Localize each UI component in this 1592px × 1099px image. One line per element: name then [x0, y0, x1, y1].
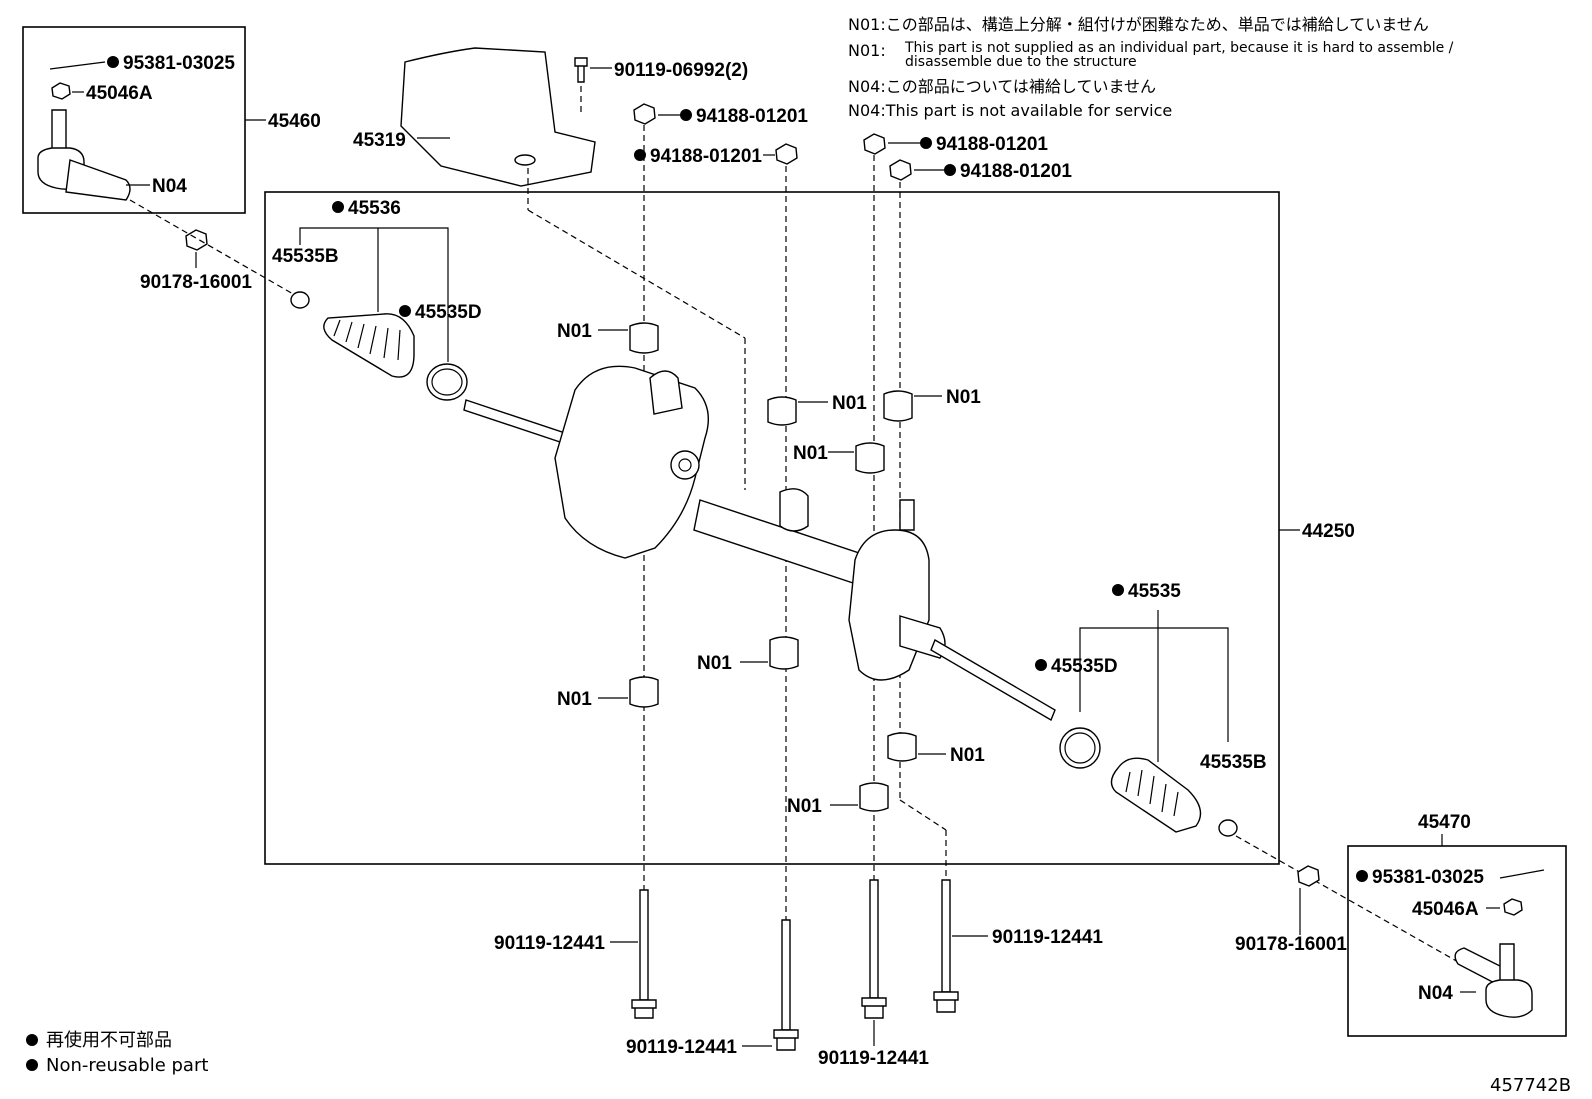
- cotter-pin-right: [1499, 869, 1545, 879]
- bolt-b-head: [773, 1029, 799, 1051]
- label-45535: 45535: [1128, 581, 1181, 602]
- nut-94188-c: [863, 133, 886, 155]
- label-45460: 45460: [268, 111, 321, 132]
- pinion-housing: [848, 529, 930, 681]
- bolt-c-head: [861, 997, 887, 1019]
- label-90178-left: 90178-16001: [140, 272, 252, 293]
- bushing-n01-d: [855, 442, 885, 474]
- label-44250: 44250: [1302, 521, 1355, 542]
- legend-en: Non-reusable part: [46, 1055, 208, 1076]
- eps-motor-housing: [554, 365, 709, 559]
- label-n01-e: N01: [697, 653, 732, 674]
- nut-94188-a: [633, 103, 656, 125]
- label-n04-left: N04: [152, 176, 187, 197]
- bolt-a-head: [631, 999, 657, 1019]
- note-n04-jp: N04:この部品については補給していません: [848, 77, 1156, 96]
- cover-45319: [400, 47, 596, 187]
- label-bolt-b: 90119-12441: [626, 1037, 737, 1058]
- label-n01-d: N01: [793, 443, 828, 464]
- legend-dot-jp: [26, 1034, 38, 1046]
- label-94188-d: 94188-01201: [960, 161, 1072, 182]
- bushing-n01-b: [767, 396, 797, 426]
- non-reusable-dot: [107, 56, 119, 68]
- label-n01-a: N01: [557, 321, 592, 342]
- tie-rod-arm-left: [65, 159, 131, 201]
- note-n01-en-line2: disassemble due to the structure: [905, 54, 1137, 70]
- boot-45536: [323, 313, 415, 378]
- label-n01-b: N01: [832, 393, 867, 414]
- bushing-n01-g: [887, 732, 917, 762]
- note-n01-en-line1: This part is not supplied as an individu…: [904, 40, 1454, 56]
- cotter-pin-left: [49, 61, 106, 70]
- bushings: N01 N01 N01 N01 N01 N01 N01 N01: [557, 321, 985, 817]
- mount-bush-center: [779, 488, 809, 532]
- label-94188-a: 94188-01201: [696, 106, 808, 127]
- legend-jp: 再使用不可部品: [46, 1030, 172, 1051]
- clamp-45535d-right: [1059, 727, 1101, 769]
- pinion-shaft: [899, 499, 915, 531]
- mounting-bolts: 90119-12441 90119-12441 90119-12441 9011…: [494, 879, 1103, 1069]
- label-n01-c: N01: [946, 387, 981, 408]
- tie-rod-end-right-box: [1347, 845, 1567, 1037]
- diagram-id: 457742B: [1490, 1075, 1571, 1096]
- tie-rod-end-left-group: 95381-03025 45046A N04 45460: [22, 26, 321, 214]
- label-n01-g: N01: [950, 745, 985, 766]
- label-45535b-left: 45535B: [272, 246, 339, 267]
- lock-nut-right: [1297, 865, 1320, 887]
- label-45535b-right: 45535B: [1200, 752, 1267, 773]
- nut-94188-d: [889, 159, 912, 181]
- clip-45535b-left: [290, 291, 310, 309]
- connector: [649, 370, 683, 415]
- label-n01-h: N01: [787, 796, 822, 817]
- steering-rack: [463, 365, 1056, 722]
- label-45535d-left: 45535D: [415, 302, 482, 323]
- castle-nut-right: [1503, 898, 1523, 916]
- tie-rod-arm-right: [1454, 947, 1505, 990]
- label-90119-06992: 90119-06992(2): [614, 60, 748, 81]
- clip-45535b-right: [1218, 819, 1238, 837]
- lock-nut-left: [185, 229, 208, 251]
- bolt-d-head: [933, 991, 959, 1013]
- bolt-b-shank: [781, 919, 791, 1031]
- label-bolt-a: 90119-12441: [494, 933, 605, 954]
- notes: N01:この部品は、構造上分解・組付けが困難なため、単品では補給していません N…: [848, 15, 1454, 120]
- legend-dot-en: [26, 1059, 38, 1071]
- bushing-n01-a: [629, 322, 659, 354]
- label-45046a-right: 45046A: [1412, 899, 1479, 920]
- label-90178-right: 90178-16001: [1235, 934, 1347, 955]
- label-95381-right: 95381-03025: [1372, 867, 1484, 888]
- bushing-n01-e: [769, 636, 799, 670]
- rack-shaft-right: [930, 638, 1056, 722]
- label-45536: 45536: [348, 198, 401, 219]
- bolt-90119-06992: [574, 57, 588, 83]
- label-45470: 45470: [1418, 812, 1471, 833]
- label-45319: 45319: [353, 130, 406, 151]
- bushing-n01-f: [629, 676, 659, 708]
- bolt-c-shank: [869, 879, 879, 999]
- note-n01-en-prefix: N01:: [848, 41, 886, 60]
- tie-rod-end-right-group: 45470 95381-03025 45046A N04: [1347, 812, 1567, 1037]
- bushing-n01-c: [883, 390, 913, 422]
- bushing-n01-h: [859, 782, 889, 812]
- legend: 再使用不可部品 Non-reusable part: [26, 1030, 208, 1076]
- boot-45535: [1110, 757, 1202, 833]
- bolt-d-shank: [941, 879, 951, 993]
- castle-nut-left: [51, 82, 71, 100]
- label-bolt-c: 90119-12441: [818, 1048, 929, 1069]
- label-94188-c: 94188-01201: [936, 134, 1048, 155]
- label-45046a-left: 45046A: [86, 83, 153, 104]
- label-45535d-right: 45535D: [1051, 656, 1118, 677]
- note-n04-en: N04:This part is not available for servi…: [848, 101, 1172, 120]
- label-n04-right: N04: [1418, 983, 1453, 1004]
- tie-rod-ball-right: [1485, 979, 1533, 1018]
- note-n01-jp: N01:この部品は、構造上分解・組付けが困難なため、単品では補給していません: [848, 15, 1429, 34]
- label-95381-left: 95381-03025: [123, 53, 235, 74]
- nut-94188-b: [775, 143, 798, 165]
- label-n01-f: N01: [557, 689, 592, 710]
- label-94188-b: 94188-01201: [650, 146, 762, 167]
- bolt-a-shank: [639, 889, 649, 1001]
- steering-gear-box: [264, 191, 1280, 865]
- label-bolt-d: 90119-12441: [992, 927, 1103, 948]
